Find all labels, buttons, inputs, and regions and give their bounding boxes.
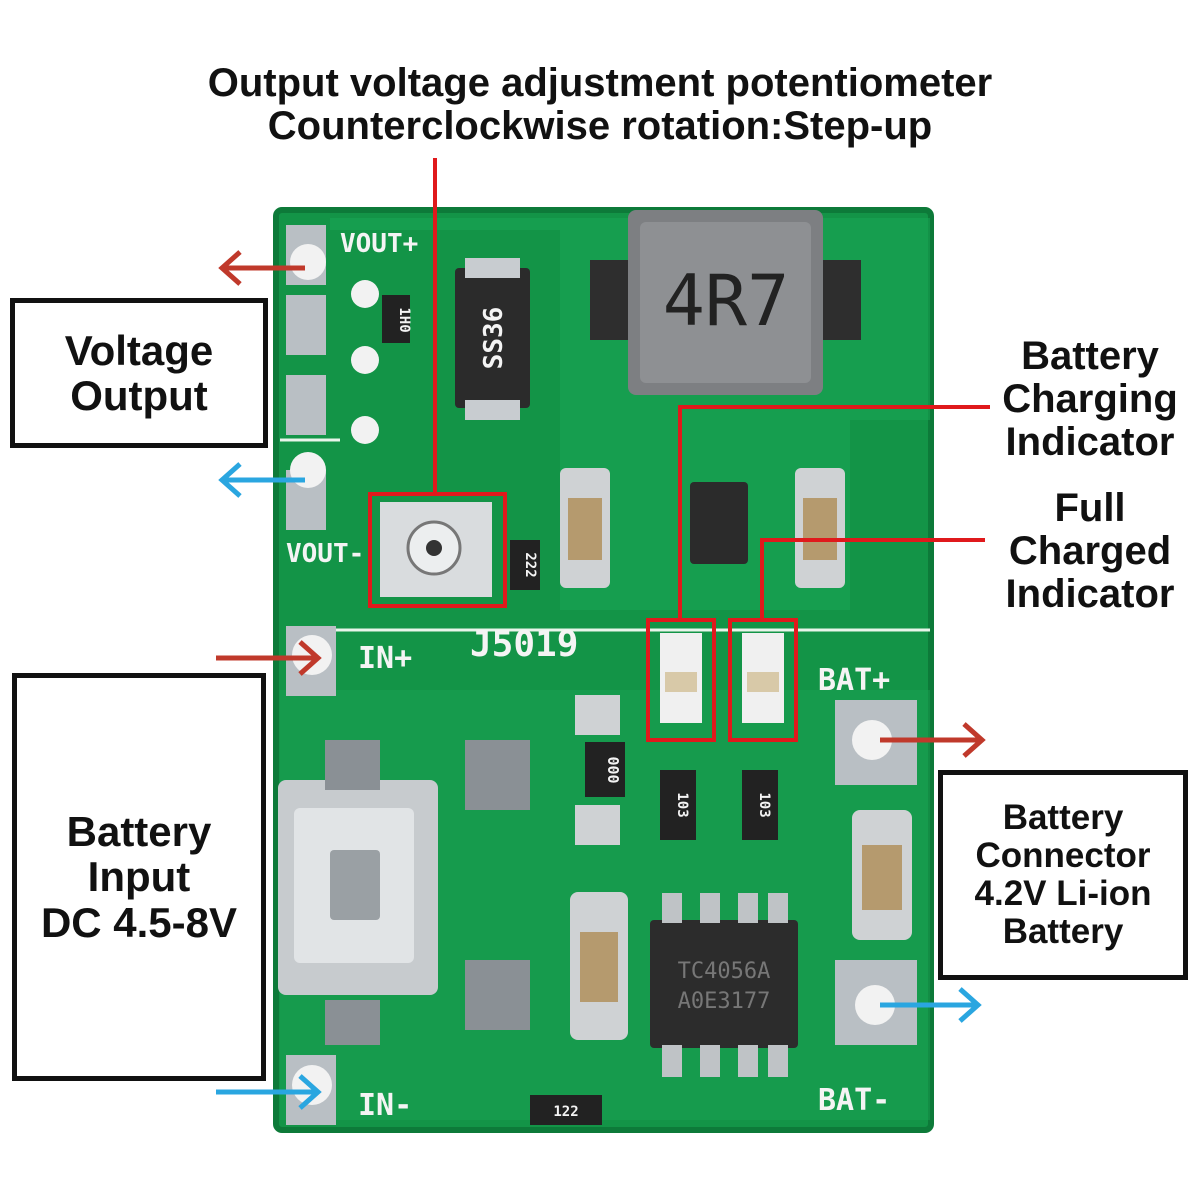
silk-vout-plus: VOUT+ (340, 229, 418, 259)
silk-in-plus: IN+ (358, 641, 412, 676)
full-charged-line-3: Indicator (1005, 572, 1175, 617)
silk-vout-minus: VOUT- (286, 539, 364, 569)
battery-charging-label: Battery Charging Indicator (985, 334, 1195, 465)
header-line-2: Counterclockwise rotation:Step-up (267, 104, 933, 149)
resistor-000 (585, 742, 625, 797)
arrow-bat-minus (880, 987, 982, 1023)
full-callout-line (760, 538, 985, 620)
resistor-222 (510, 540, 540, 590)
battery-input-box: Battery Input DC 4.5-8V (12, 673, 266, 1081)
arrow-in-plus (216, 640, 322, 676)
sot-chip (690, 482, 748, 564)
voltage-output-label: Voltage Output (64, 326, 214, 419)
battery-charging-line-3: Indicator (1005, 420, 1175, 465)
full-charged-label: Full Charged Indicator (985, 486, 1195, 617)
resistor-1h0-label: 1H0 (396, 307, 412, 332)
voltage-output-line-1: Voltage (64, 326, 214, 374)
silk-board-id: J5019 (470, 624, 578, 665)
resistor-103-a-label: 103 (674, 792, 690, 817)
resistor-000-label: 000 (604, 756, 622, 783)
ic-label-1: TC4056A (678, 959, 771, 984)
pot-highlight-box (368, 492, 507, 608)
resistor-122-label: 122 (553, 1104, 578, 1120)
battery-connector-line-2: Connector (975, 836, 1151, 876)
header-title: Output voltage adjustment potentiometer … (0, 61, 1200, 149)
resistor-122 (530, 1095, 602, 1125)
resistor-1h0 (382, 295, 410, 343)
bat-plus-pad (852, 720, 892, 760)
full-charged-line-2: Charged (1008, 529, 1172, 574)
inductor-label: 4R7 (663, 260, 789, 342)
arrow-vout-minus (218, 462, 305, 498)
silk-in-minus: IN- (358, 1088, 412, 1123)
battery-connector-box: Battery Connector 4.2V Li-ion Battery (938, 770, 1188, 980)
charging-callout-line (678, 405, 990, 620)
silk-bat-plus: BAT+ (818, 663, 890, 698)
battery-input-line-1: Battery (66, 807, 212, 855)
bat-minus-pad (855, 985, 895, 1025)
arrow-bat-plus (880, 722, 986, 758)
voltage-output-line-2: Output (70, 372, 208, 419)
battery-charging-line-2: Charging (1002, 377, 1178, 422)
battery-input-line-3: DC 4.5-8V (40, 898, 238, 946)
resistor-103-b (742, 770, 778, 840)
arrow-in-minus (216, 1074, 322, 1110)
silk-bat-minus: BAT- (818, 1083, 890, 1118)
full-charged-line-1: Full (1054, 486, 1126, 530)
arrow-vout-plus (218, 250, 305, 286)
diode-label: SS36 (479, 307, 509, 370)
resistor-222-label: 222 (522, 552, 538, 577)
resistor-103-b-label: 103 (756, 792, 772, 817)
ic-label-2: A0E3177 (678, 989, 771, 1014)
header-line-1: Output voltage adjustment potentiometer (207, 61, 993, 105)
battery-charging-line-1: Battery (1021, 334, 1159, 378)
diode-ss36 (455, 268, 530, 408)
vout-plus-pad (290, 244, 326, 280)
battery-connector-label: Battery Connector 4.2V Li-ion Battery (975, 799, 1152, 950)
battery-connector-line-1: Battery (1002, 798, 1124, 838)
charger-ic (650, 920, 798, 1048)
resistor-103-a (660, 770, 696, 840)
vout-minus-pad (290, 452, 326, 488)
battery-connector-line-4: Battery (1002, 911, 1124, 951)
battery-input-label: Battery Input DC 4.5-8V (41, 809, 237, 945)
battery-input-line-2: Input (87, 853, 191, 901)
voltage-output-box: Voltage Output (10, 298, 268, 448)
battery-connector-line-3: 4.2V Li-ion (974, 874, 1152, 913)
